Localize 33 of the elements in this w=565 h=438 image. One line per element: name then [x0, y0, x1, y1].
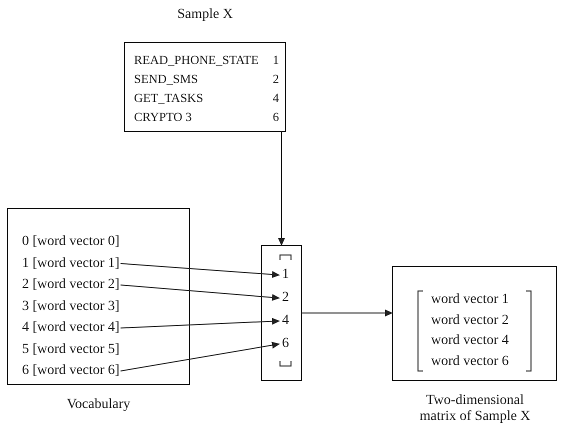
vocabulary-entry: 0 [word vector 0] — [22, 234, 120, 250]
index-number: 2 — [282, 290, 289, 306]
count-value: 6 — [272, 109, 279, 125]
arrow — [120, 318, 280, 328]
matrix-row: word vector 4 — [431, 333, 509, 349]
count-value: 4 — [272, 90, 279, 106]
matrix-row: word vector 6 — [431, 354, 509, 370]
box-caption: Vocabulary — [66, 397, 130, 413]
index-number: 6 — [282, 336, 289, 352]
arrow — [120, 263, 280, 278]
count-value: 2 — [272, 71, 279, 87]
index-number: 4 — [282, 313, 289, 329]
box-title: Sample X — [177, 7, 233, 23]
permission-name: CRYPTO 3 — [134, 109, 192, 125]
vocabulary-entry: 6 [word vector 6] — [22, 363, 120, 379]
arrow — [120, 284, 280, 301]
matrix-row: word vector 2 — [431, 312, 509, 328]
count-value: 1 — [272, 52, 279, 68]
arrow — [302, 310, 393, 316]
index-box — [261, 245, 302, 381]
index-number: 1 — [282, 267, 289, 283]
vocabulary-entry: 4 [word vector 4] — [22, 320, 120, 336]
vocabulary-entry: 5 [word vector 5] — [22, 342, 120, 358]
vocabulary-entry: 2 [word vector 2] — [22, 277, 120, 293]
permission-name: SEND_SMS — [134, 71, 198, 87]
arrow — [278, 132, 285, 246]
box-caption: Two-dimensional matrix of Sample X — [418, 393, 532, 425]
vocabulary-entry: 3 [word vector 3] — [22, 298, 120, 314]
matrix-row: word vector 1 — [431, 292, 509, 308]
arrow — [120, 342, 280, 372]
permission-name: GET_TASKS — [134, 90, 204, 106]
vocabulary-entry: 1 [word vector 1] — [22, 256, 120, 272]
permission-name: READ_PHONE_STATE — [134, 52, 259, 68]
